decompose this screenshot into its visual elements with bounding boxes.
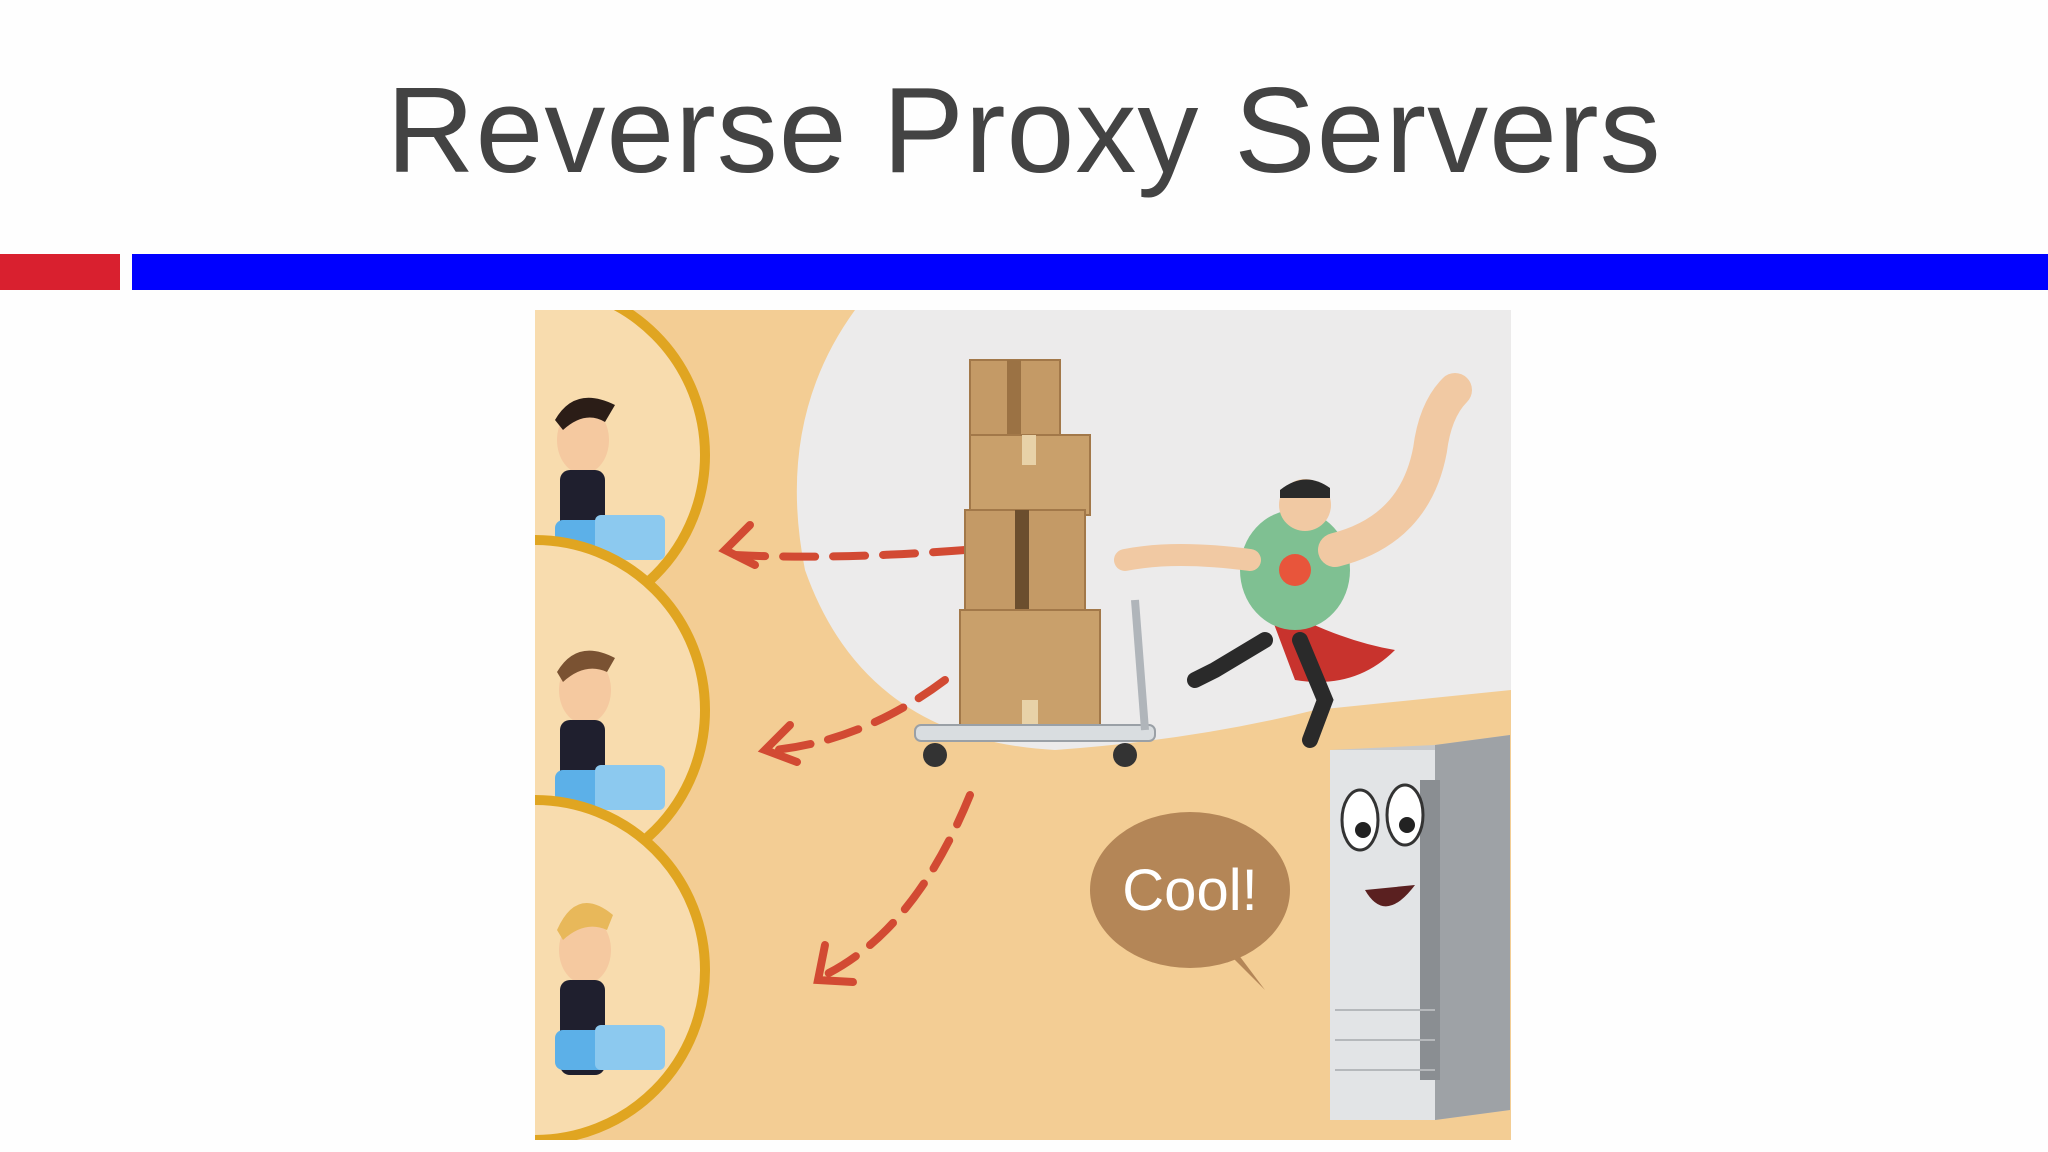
server-tower-icon — [1330, 735, 1510, 1120]
speech-bubble-text: Cool! — [1122, 858, 1257, 923]
dashed-arrow-icon — [718, 521, 969, 569]
speech-bubble-icon: Cool! — [1090, 812, 1290, 990]
slide-title: Reverse Proxy Servers — [386, 62, 1662, 198]
hand-cart-icon — [914, 599, 1156, 767]
client-user-icon — [535, 535, 710, 885]
accent-bar-red — [0, 254, 120, 290]
dashed-arrow-icon — [757, 676, 949, 766]
reverse-proxy-illustration: Cool! — [535, 310, 1511, 1140]
client-user-icon — [535, 795, 710, 1140]
dashed-arrow-icon — [813, 791, 974, 986]
superhero-proxy-icon — [1114, 373, 1472, 748]
accent-bar-blue — [132, 254, 2048, 290]
cardboard-box-icon — [959, 359, 1101, 736]
